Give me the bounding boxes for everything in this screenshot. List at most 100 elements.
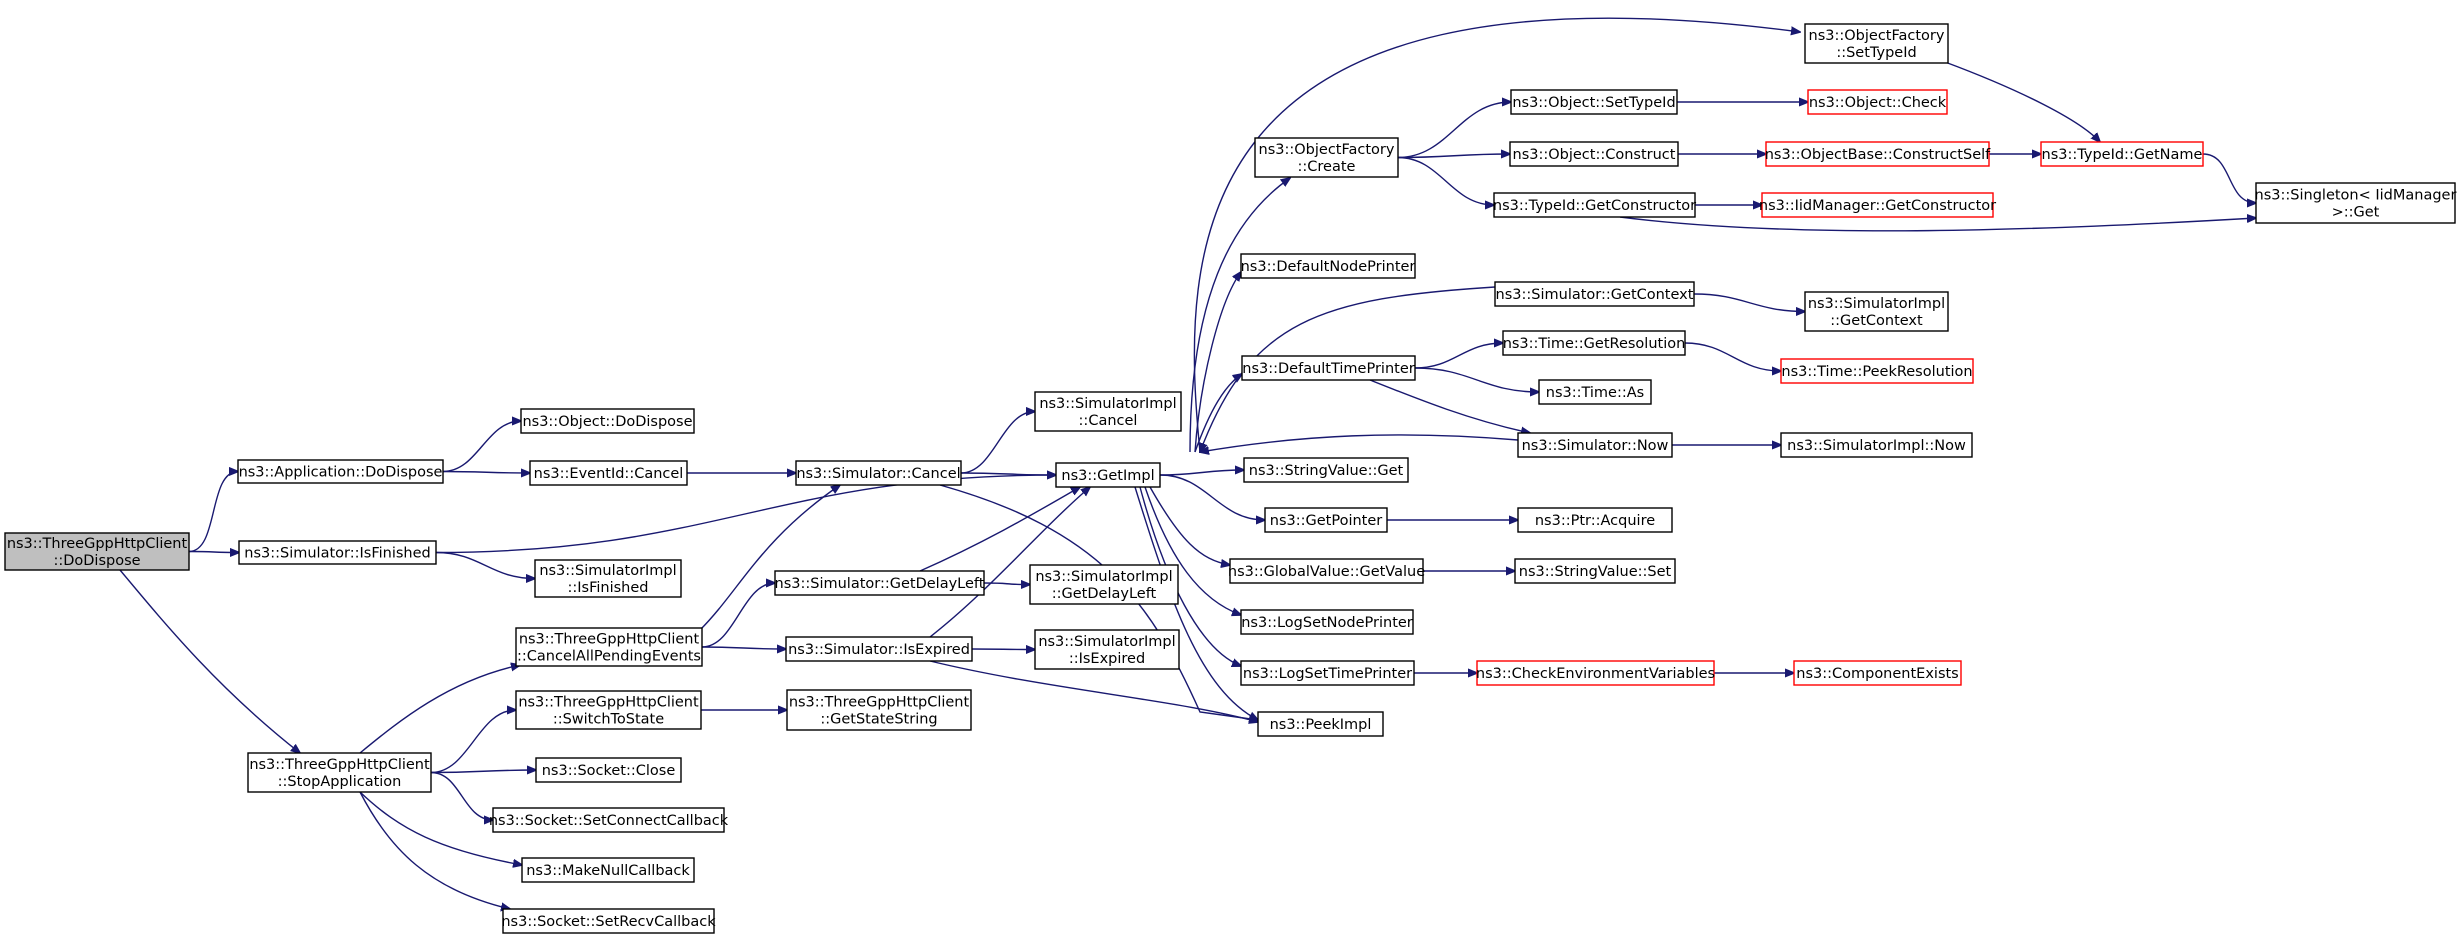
node-box[interactable] — [1264, 507, 1388, 533]
node-box[interactable] — [1807, 89, 1948, 115]
node-time-getresolution[interactable]: ns3::Time::GetResolution — [1502, 330, 1686, 356]
node-defaultnodeprinter[interactable]: ns3::DefaultNodePrinter — [1240, 253, 1416, 279]
node-box[interactable] — [1476, 660, 1715, 686]
node-switchtostate[interactable]: ns3::ThreeGppHttpClient::SwitchToState — [515, 690, 702, 730]
node-object-settypeid[interactable]: ns3::Object::SetTypeId — [1510, 89, 1678, 115]
node-box[interactable] — [247, 752, 432, 793]
node-box[interactable] — [521, 857, 695, 883]
node-objectbase-constructself[interactable]: ns3::ObjectBase::ConstructSelf — [1765, 141, 1991, 167]
node-simimpl-isfinished[interactable]: ns3::SimulatorImpl::IsFinished — [534, 559, 682, 598]
node-box[interactable] — [1029, 564, 1179, 605]
node-box[interactable] — [515, 627, 703, 667]
node-box[interactable] — [1538, 379, 1652, 405]
node-simimpl-getdelayleft[interactable]: ns3::SimulatorImpl::GetDelayLeft — [1029, 564, 1179, 605]
node-stringvalue-get[interactable]: ns3::StringValue::Get — [1243, 457, 1409, 483]
node-box[interactable] — [1055, 462, 1161, 488]
node-logsettimeprinter[interactable]: ns3::LogSetTimePrinter — [1240, 660, 1415, 686]
node-box[interactable] — [1229, 558, 1424, 584]
node-typeid-getconstructor[interactable]: ns3::TypeId::GetConstructor — [1493, 192, 1696, 218]
node-iidmanager-getconstructor[interactable]: ns3::IidManager::GetConstructor — [1759, 192, 1996, 218]
node-box[interactable] — [1494, 281, 1695, 307]
node-getstatestring[interactable]: ns3::ThreeGppHttpClient::GetStateString — [786, 689, 972, 731]
node-simimpl-isexpired[interactable]: ns3::SimulatorImpl::IsExpired — [1034, 629, 1180, 670]
node-box[interactable] — [1241, 355, 1416, 381]
node-getimpl[interactable]: ns3::GetImpl — [1055, 462, 1161, 488]
node-componentexists[interactable]: ns3::ComponentExists — [1793, 660, 1962, 686]
node-box[interactable] — [1240, 253, 1416, 279]
node-obj-dodispose[interactable]: ns3::Object::DoDispose — [520, 408, 695, 434]
node-box[interactable] — [795, 460, 962, 486]
node-simimpl-getcontext[interactable]: ns3::SimulatorImpl::GetContext — [1804, 291, 1949, 332]
node-sim-isexpired[interactable]: ns3::Simulator::IsExpired — [785, 636, 973, 662]
node-box[interactable] — [502, 908, 715, 934]
node-socket-close[interactable]: ns3::Socket::Close — [535, 757, 682, 783]
node-stringvalue-set[interactable]: ns3::StringValue::Set — [1514, 558, 1676, 584]
node-globalvalue-getvalue[interactable]: ns3::GlobalValue::GetValue — [1228, 558, 1425, 584]
node-peekimpl[interactable]: ns3::PeekImpl — [1257, 711, 1384, 737]
node-box[interactable] — [1254, 137, 1399, 178]
node-getpointer[interactable]: ns3::GetPointer — [1264, 507, 1388, 533]
node-box[interactable] — [1240, 609, 1414, 635]
node-box[interactable] — [1493, 192, 1696, 218]
node-object-check[interactable]: ns3::Object::Check — [1807, 89, 1948, 115]
node-socket-setconnect[interactable]: ns3::Socket::SetConnectCallback — [489, 807, 729, 833]
node-box[interactable] — [1517, 507, 1673, 533]
node-box[interactable] — [237, 459, 444, 484]
node-box[interactable] — [4, 532, 190, 571]
node-box[interactable] — [786, 689, 972, 731]
node-box[interactable] — [1780, 358, 1974, 384]
node-box[interactable] — [1765, 141, 1990, 167]
node-object-construct[interactable]: ns3::Object::Construct — [1509, 141, 1679, 167]
node-defaulttimeprinter[interactable]: ns3::DefaultTimePrinter — [1241, 355, 1416, 381]
node-cancelall[interactable]: ns3::ThreeGppHttpClient::CancelAllPendin… — [515, 627, 703, 667]
node-objfactory-create[interactable]: ns3::ObjectFactory::Create — [1254, 137, 1399, 178]
node-box[interactable] — [1514, 558, 1676, 584]
node-time-as[interactable]: ns3::Time::As — [1538, 379, 1652, 405]
node-checkenv[interactable]: ns3::CheckEnvironmentVariables — [1476, 660, 1715, 686]
node-box[interactable] — [1240, 660, 1415, 686]
node-sim-isfinished[interactable]: ns3::Simulator::IsFinished — [238, 540, 437, 565]
node-box[interactable] — [535, 757, 682, 783]
node-box[interactable] — [1509, 141, 1679, 167]
node-box[interactable] — [1510, 89, 1678, 115]
node-box[interactable] — [1804, 291, 1949, 332]
node-app-dodispose[interactable]: ns3::Application::DoDispose — [237, 459, 444, 484]
node-box[interactable] — [492, 807, 725, 833]
node-box[interactable] — [1517, 432, 1673, 458]
node-box[interactable] — [2040, 141, 2204, 167]
node-logsetnodeprinter[interactable]: ns3::LogSetNodePrinter — [1240, 609, 1414, 635]
node-box[interactable] — [1257, 711, 1384, 737]
node-root[interactable]: ns3::ThreeGppHttpClient::DoDispose — [4, 532, 190, 571]
node-objfactory-settypeid[interactable]: ns3::ObjectFactory::SetTypeId — [1804, 23, 1949, 64]
node-box[interactable] — [774, 570, 985, 596]
node-box[interactable] — [1804, 23, 1949, 64]
node-time-peekresolution[interactable]: ns3::Time::PeekResolution — [1780, 358, 1974, 384]
node-box[interactable] — [1502, 330, 1686, 356]
node-box[interactable] — [1243, 457, 1409, 483]
node-stopapp[interactable]: ns3::ThreeGppHttpClient::StopApplication — [247, 752, 432, 793]
node-socket-setrecv[interactable]: ns3::Socket::SetRecvCallback — [501, 908, 716, 934]
node-sim-getdelayleft[interactable]: ns3::Simulator::GetDelayLeft — [774, 570, 985, 596]
node-sim-getcontext[interactable]: ns3::Simulator::GetContext — [1494, 281, 1695, 307]
node-box[interactable] — [1793, 660, 1962, 686]
node-typeid-getname[interactable]: ns3::TypeId::GetName — [2040, 141, 2204, 167]
node-ptr-acquire[interactable]: ns3::Ptr::Acquire — [1517, 507, 1673, 533]
node-box[interactable] — [1034, 629, 1180, 670]
node-box[interactable] — [238, 540, 437, 565]
node-box[interactable] — [2255, 182, 2456, 224]
node-singleton-get[interactable]: ns3::Singleton< IidManager >::Get — [2255, 182, 2457, 224]
node-sim-cancel[interactable]: ns3::Simulator::Cancel — [795, 460, 962, 486]
node-box[interactable] — [785, 636, 973, 662]
node-simimpl-cancel[interactable]: ns3::SimulatorImpl::Cancel — [1034, 391, 1182, 432]
node-eventid-cancel[interactable]: ns3::EventId::Cancel — [529, 460, 688, 486]
node-box[interactable] — [520, 408, 695, 434]
node-sim-now[interactable]: ns3::Simulator::Now — [1517, 432, 1673, 458]
node-simimpl-now[interactable]: ns3::SimulatorImpl::Now — [1780, 432, 1973, 458]
node-box[interactable] — [534, 559, 682, 598]
node-box[interactable] — [529, 460, 688, 486]
node-box[interactable] — [515, 690, 702, 730]
node-box[interactable] — [1761, 192, 1994, 218]
node-box[interactable] — [1034, 391, 1182, 432]
node-makenull[interactable]: ns3::MakeNullCallback — [521, 857, 695, 883]
node-box[interactable] — [1780, 432, 1973, 458]
